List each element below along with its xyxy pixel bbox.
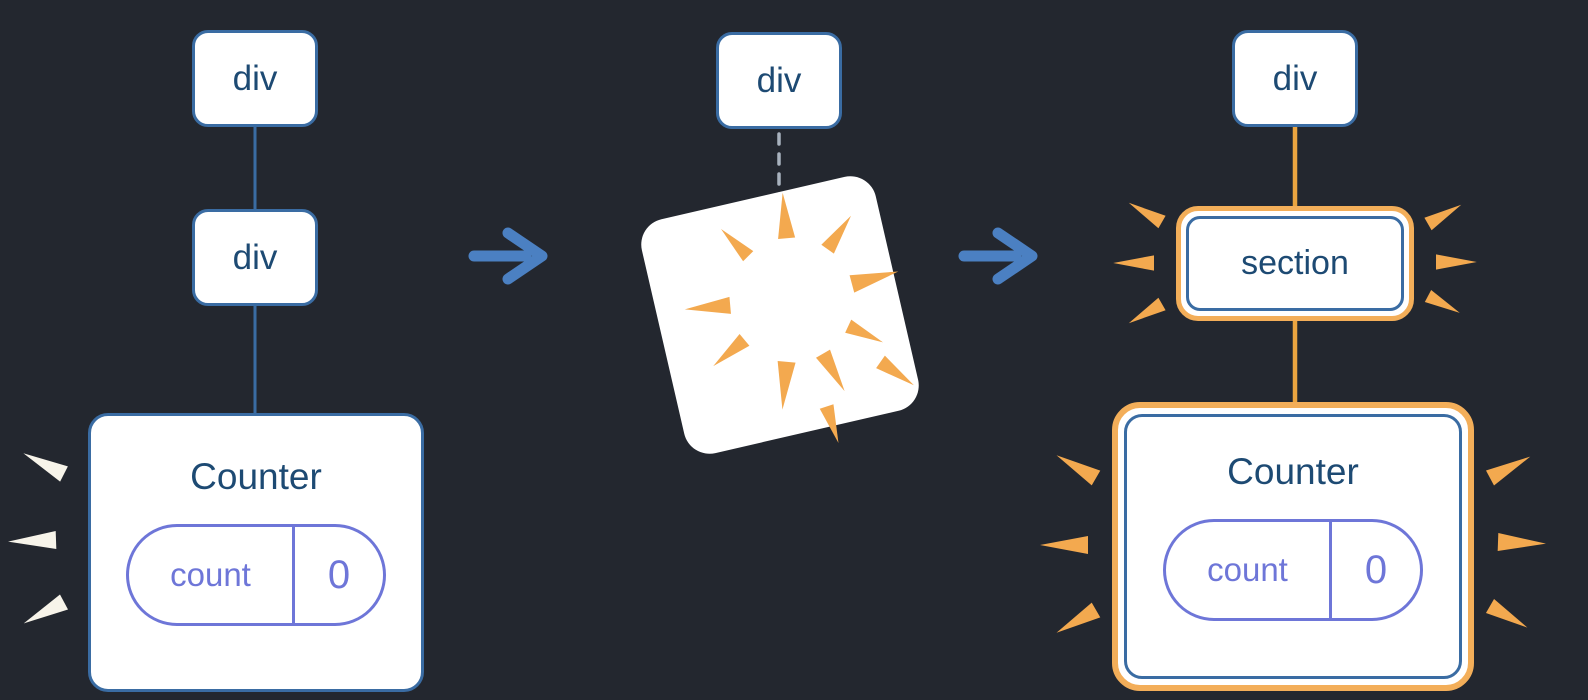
highlight-ring-section: section xyxy=(1176,206,1414,321)
highlight-ring-counter: Counter count 0 xyxy=(1112,402,1474,691)
state-pill: count 0 xyxy=(1163,519,1423,621)
counter-component-card: Counter count 0 xyxy=(88,413,424,692)
state-value: 0 xyxy=(1329,522,1420,618)
tree-node-div-child: div xyxy=(192,209,318,306)
tree-node-div-root: div xyxy=(1232,30,1358,127)
state-value: 0 xyxy=(292,527,383,623)
component-title: Counter xyxy=(1227,451,1359,492)
transition-arrow-icon xyxy=(958,227,1038,285)
state-key: count xyxy=(170,556,251,593)
state-pill: count 0 xyxy=(126,524,386,626)
sparkle-icon xyxy=(7,445,69,631)
tree-node-div-detached: div xyxy=(716,32,842,129)
tree-node-div-parent: div xyxy=(192,30,318,127)
deleted-subtree-burst-icon xyxy=(641,176,919,454)
burst-sparkles-icon xyxy=(684,192,919,446)
state-key: count xyxy=(1207,551,1288,588)
tree-node-section: section xyxy=(1186,216,1404,311)
counter-component-card: Counter count 0 xyxy=(1124,414,1462,679)
transition-arrow-icon xyxy=(468,227,548,285)
component-title: Counter xyxy=(190,456,322,497)
